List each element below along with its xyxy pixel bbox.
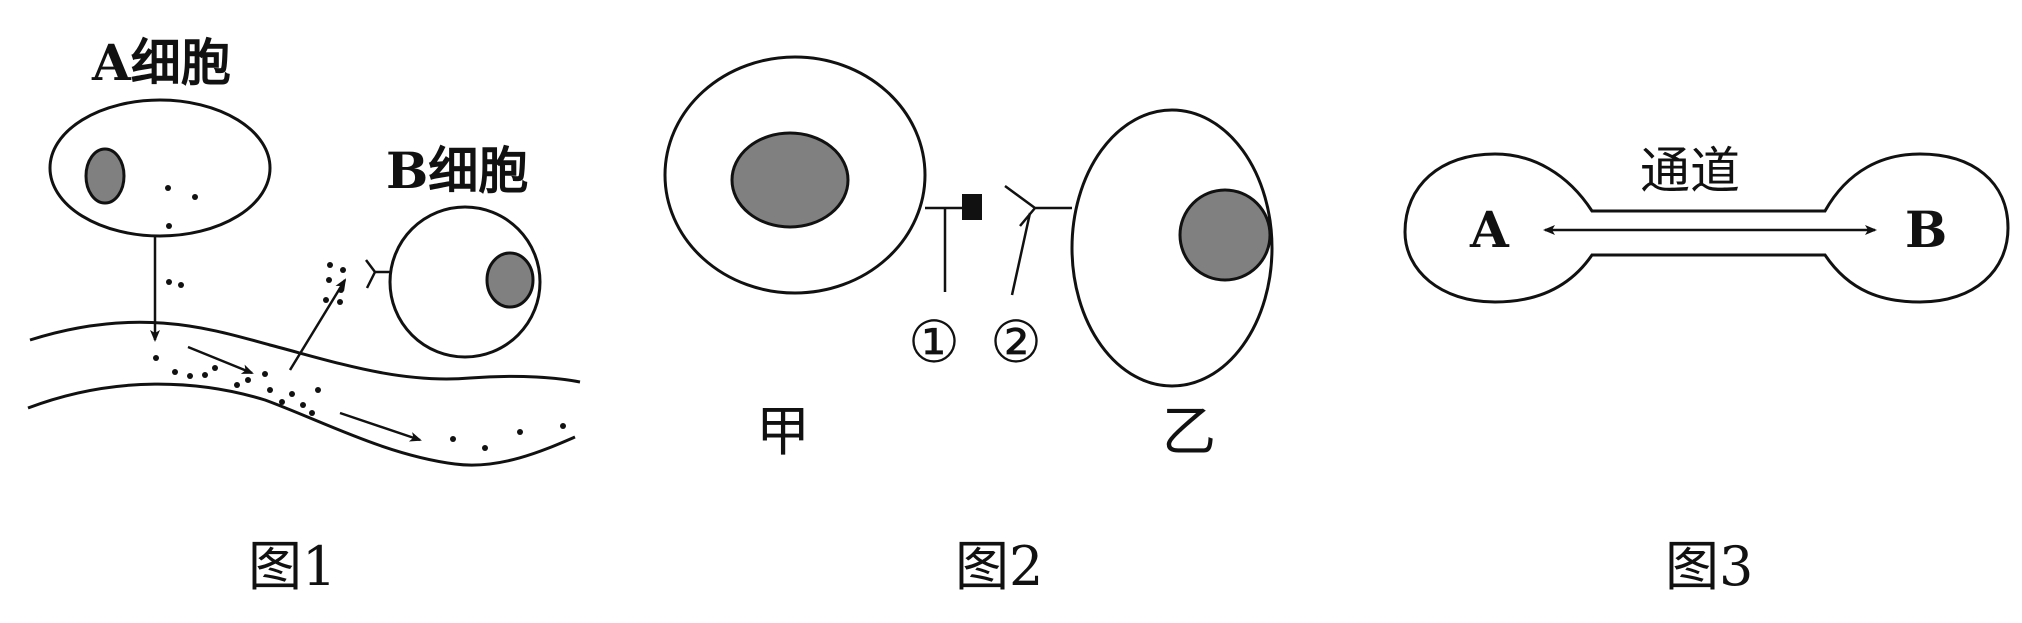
cells-with-channel xyxy=(1403,152,2010,304)
released-particles xyxy=(166,279,184,288)
marker-2: ② xyxy=(990,308,1042,376)
flow-arrow-1 xyxy=(187,345,254,375)
cell-b-receptor xyxy=(365,259,390,289)
cell-b-label-fig3: B xyxy=(1905,200,1947,259)
cell-yi-nucleus xyxy=(1178,188,1272,282)
channel-label: 通道 xyxy=(1640,142,1740,200)
cell-jia-label: 甲 xyxy=(756,400,810,463)
cell-a-label-fig3: A xyxy=(1469,200,1510,259)
signal-molecule-stalk xyxy=(925,206,962,292)
figure-3-caption: 图3 xyxy=(1665,535,1753,598)
cell-b-label: B细胞 xyxy=(386,141,528,200)
flow-arrow-2 xyxy=(339,411,422,442)
blood-vessel-lower-wall xyxy=(27,382,576,467)
figure-2-caption: 图2 xyxy=(955,535,1043,598)
cell-a-label: A细胞 xyxy=(91,33,231,92)
marker-1: ① xyxy=(908,308,960,376)
receptor xyxy=(1004,184,1072,296)
cell-jia-nucleus xyxy=(730,131,850,229)
cell-yi xyxy=(1070,108,1274,388)
signal-molecule xyxy=(962,194,982,220)
figure-3: A B 通道 图3 xyxy=(1403,142,2010,598)
cell-yi-label: 乙 xyxy=(1162,400,1216,463)
blood-vessel-upper-wall xyxy=(29,320,581,384)
cell-b-nucleus xyxy=(485,251,535,309)
cell-b xyxy=(388,205,542,359)
figure-1: A细胞 B细胞 图1 xyxy=(27,33,581,598)
hormone-particles-near-b xyxy=(323,262,346,305)
diffusion-arrow xyxy=(288,278,347,371)
figure-1-caption: 图1 xyxy=(248,535,336,598)
blood-particles xyxy=(153,355,566,451)
figure-2: ① ② 甲 乙 图2 xyxy=(663,55,1274,598)
cell-a-secretory-particles xyxy=(165,185,198,229)
cell-a-nucleus xyxy=(84,147,126,205)
cell-a xyxy=(48,98,272,238)
